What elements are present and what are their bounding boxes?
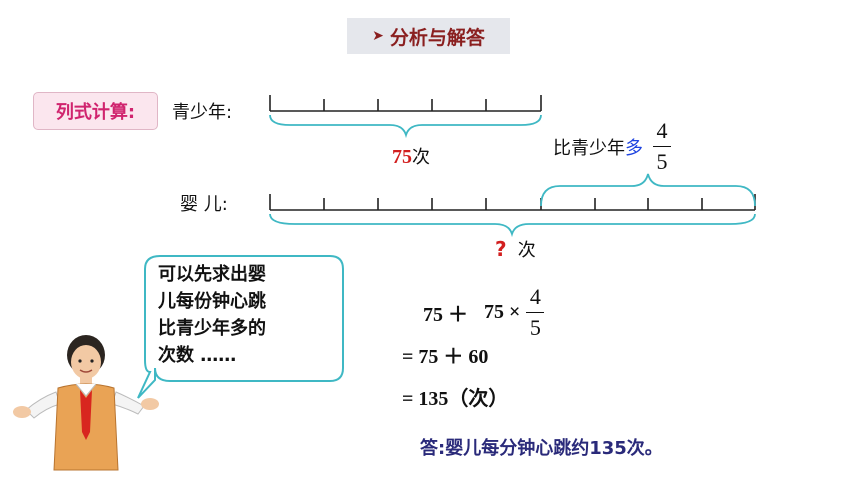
section-title-text: 分析与解答 [389, 26, 485, 49]
triangle-arrow-icon: ➤ [372, 28, 384, 44]
section-title: ➤ 分析与解答 [347, 18, 510, 54]
answer-text: 答:婴儿每分钟心跳约135次。 [420, 438, 663, 459]
teen-brace [269, 114, 542, 139]
method-label: 列式计算: [33, 92, 158, 130]
calc-fraction: 4 5 [526, 286, 545, 339]
more-label: 比青少年多 4 5 [553, 120, 671, 173]
speech-bubble-text: 可以先求出婴 儿每份钟心跳 比青少年多的 次数 …… [158, 264, 266, 366]
teen-segment-line [269, 95, 542, 112]
baby-label: 婴 儿: [180, 194, 228, 215]
calc-line-2: = 75 ＋ 60 [402, 346, 489, 368]
more-fraction: 4 5 [653, 120, 671, 173]
calc-line-3: = 135（次） [402, 388, 509, 410]
teen-label: 青少年: [172, 102, 233, 123]
total-brace [269, 213, 756, 238]
teen-count: 75次 [392, 146, 430, 168]
unknown-count: ? 次 [495, 237, 536, 261]
more-brace [540, 173, 756, 207]
calc-line-1: 75 ＋ 75 × 4 5 [423, 286, 545, 339]
